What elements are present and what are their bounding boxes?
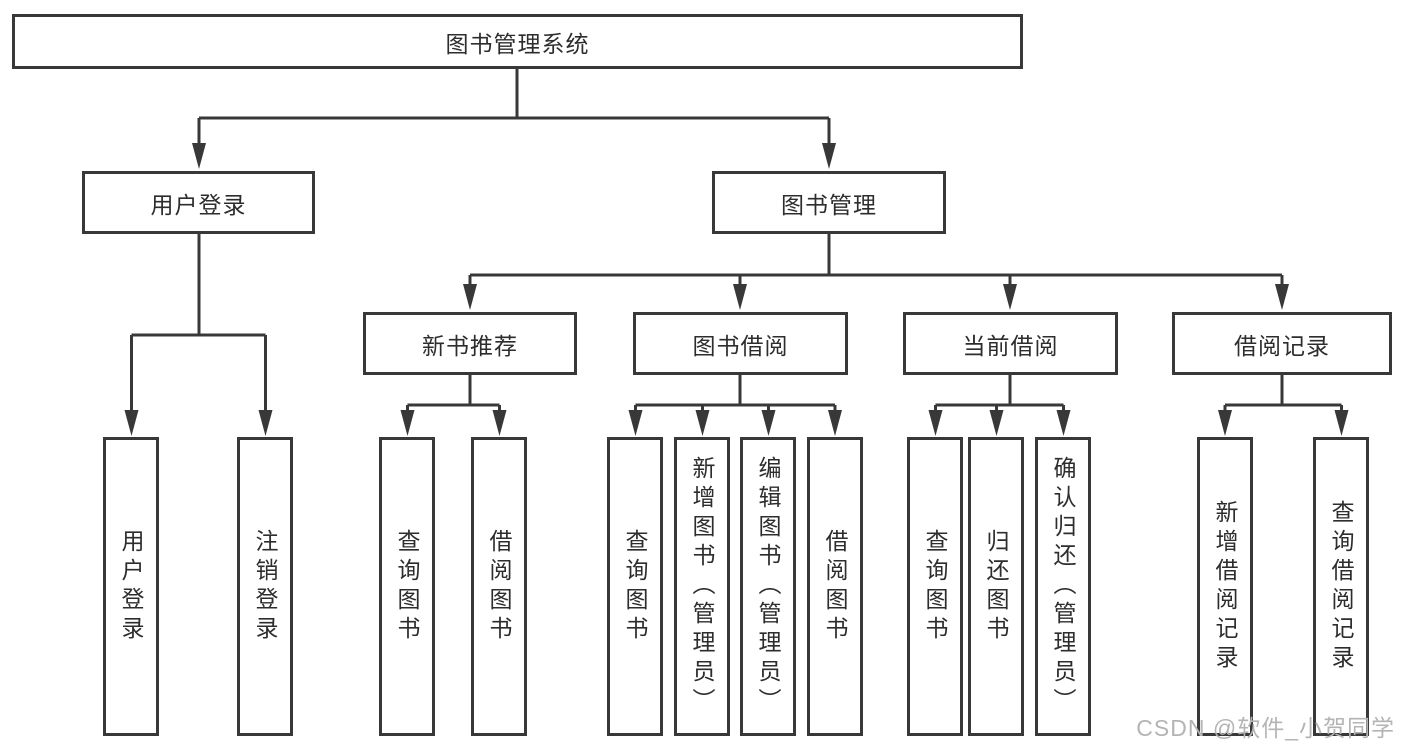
node-user-login: 用户登录 [82,171,315,234]
leaf-query-books-current: 查询图书 [907,437,963,736]
leaf-confirm-return-admin: 确认归还（管理员） [1035,437,1091,736]
csdn-watermark: CSDN @软件_小贺同学 [1136,715,1395,741]
node-label: 注销登录 [252,528,278,645]
node-label: 查询图书 [622,528,648,645]
node-label: 新增图书（管理员） [689,456,715,717]
leaf-query-borrow-record: 查询借阅记录 [1313,437,1369,736]
node-label: 借阅图书 [486,528,512,645]
leaf-borrow-books-borrowing: 借阅图书 [807,437,863,736]
leaf-logout: 注销登录 [237,437,293,736]
node-label: 查询借阅记录 [1328,499,1354,674]
node-label: 用户登录 [118,528,144,645]
node-label: 当前借阅 [962,332,1059,359]
node-label: 查询图书 [394,528,420,645]
connector-path [130,68,1343,412]
node-label: 编辑图书（管理员） [755,456,781,717]
node-label: 归还图书 [983,528,1009,645]
node-label: 借阅图书 [822,528,848,645]
node-label: 确认归还（管理员） [1050,456,1076,717]
node-book-borrowing: 图书借阅 [633,312,848,375]
node-label: 查询图书 [922,528,948,645]
leaf-return-books: 归还图书 [968,437,1024,736]
leaf-query-books-borrowing: 查询图书 [607,437,663,736]
leaf-edit-book-admin: 编辑图书（管理员） [740,437,796,736]
node-new-book-recommendation: 新书推荐 [363,312,577,375]
node-label: 用户登录 [150,191,247,218]
leaf-user-login: 用户登录 [103,437,159,736]
node-book-management: 图书管理 [712,171,946,234]
node-current-borrowing: 当前借阅 [903,312,1118,375]
leaf-query-books-recommend: 查询图书 [379,437,435,736]
node-label: 新增借阅记录 [1212,499,1238,674]
node-borrowing-records: 借阅记录 [1172,312,1392,375]
node-label: 图书管理系统 [445,30,590,57]
leaf-new-borrow-record: 新增借阅记录 [1197,437,1253,736]
leaf-borrow-books-recommend: 借阅图书 [471,437,527,736]
node-label: 新书推荐 [422,332,518,359]
leaf-add-book-admin: 新增图书（管理员） [674,437,730,736]
node-library-management-system: 图书管理系统 [12,14,1023,69]
node-label: 借阅记录 [1234,332,1330,359]
node-label: 图书借阅 [692,332,789,359]
node-label: 图书管理 [781,191,877,218]
arrow-down-icons [124,143,1349,436]
